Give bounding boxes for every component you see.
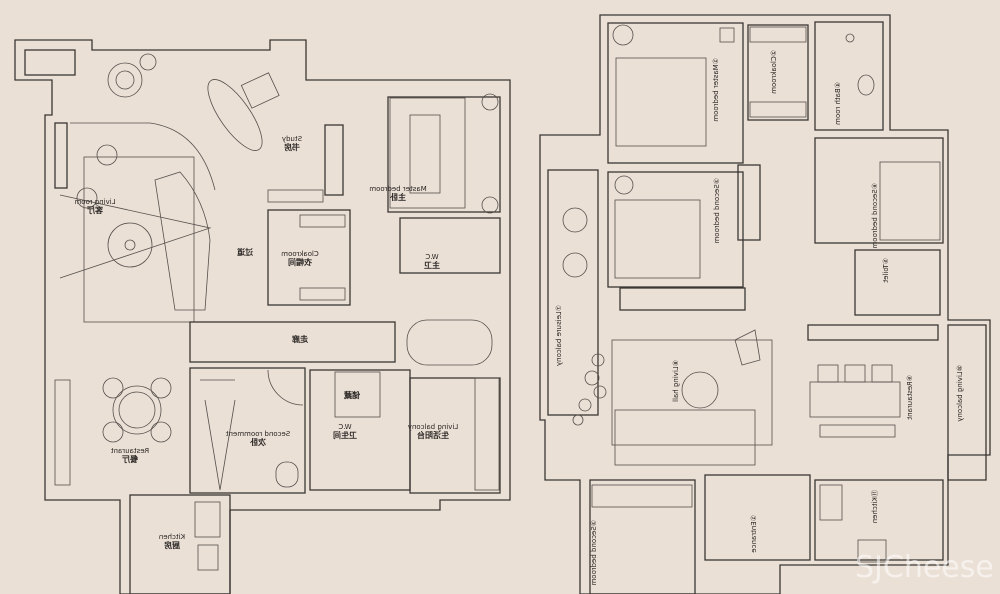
right-floor-plan	[539, 14, 991, 594]
room-label: ⑩Living balcony	[956, 365, 964, 422]
room-name-cn: 主卧	[390, 192, 406, 202]
room-name-en: W.C	[338, 423, 351, 431]
room-name-cn: 卫生间	[333, 430, 357, 440]
room-name-en: Kitchen	[159, 533, 185, 541]
room-label: ①Master bedroom	[712, 58, 720, 122]
room-label: ⑪Kitchen	[871, 490, 879, 523]
room-label: ⑨Restaurant	[906, 375, 914, 420]
room-name-en: Study	[282, 135, 302, 143]
room-label: 主卫W.C	[424, 253, 440, 270]
room-name-cn: 储藏	[344, 390, 361, 400]
room-name-cn: 生活阳台	[417, 430, 449, 440]
room-label: 储藏	[344, 390, 361, 400]
room-name-cn: 客厅	[87, 205, 104, 215]
room-name-en: Cloakroom	[281, 250, 319, 258]
room-name-cn: 次卧	[250, 437, 266, 447]
room-name-cn: 走廊	[292, 334, 309, 344]
left-floor-plan	[14, 39, 511, 594]
room-name-cn: 过道	[237, 247, 253, 257]
plant-icon	[572, 353, 607, 426]
room-name-en: Restaurant	[111, 447, 150, 455]
room-name-cn: 厨房	[164, 540, 180, 550]
room-label: ⑧Living hall	[672, 360, 680, 402]
room-name-cn: 衣帽间	[288, 257, 312, 267]
watermark: SJCheese	[855, 550, 994, 585]
room-label: ③Second bedroom	[713, 178, 721, 244]
room-name-cn: 餐厅	[122, 454, 139, 464]
room-label: 走廊	[292, 334, 309, 344]
room-name-cn: 主卫	[424, 260, 440, 270]
room-label: ⑥Second bedroom	[871, 183, 879, 249]
room-label: ④Bath room	[834, 82, 842, 125]
room-label: ①Entrance	[750, 515, 758, 553]
room-name-en: Living room	[74, 198, 115, 206]
room-name-en: Second roomment	[226, 430, 291, 438]
right-room-labels: ①Master bedroom ②Cloakroom ④Bath room ③Seco…	[555, 50, 964, 586]
room-name-cn: 书房	[284, 142, 300, 152]
room-label: ②Cloakroom	[770, 50, 778, 94]
room-name-en: Master bedroom	[369, 185, 427, 193]
room-label: ⑤Toilet	[882, 258, 890, 283]
room-label: ③Second bedroom	[590, 520, 598, 586]
room-label: 过道	[237, 247, 253, 257]
room-name-en: Living balcony	[408, 423, 458, 431]
room-name-en: W.C	[425, 253, 438, 261]
room-label: ⑦Leisure balcony	[555, 305, 563, 366]
